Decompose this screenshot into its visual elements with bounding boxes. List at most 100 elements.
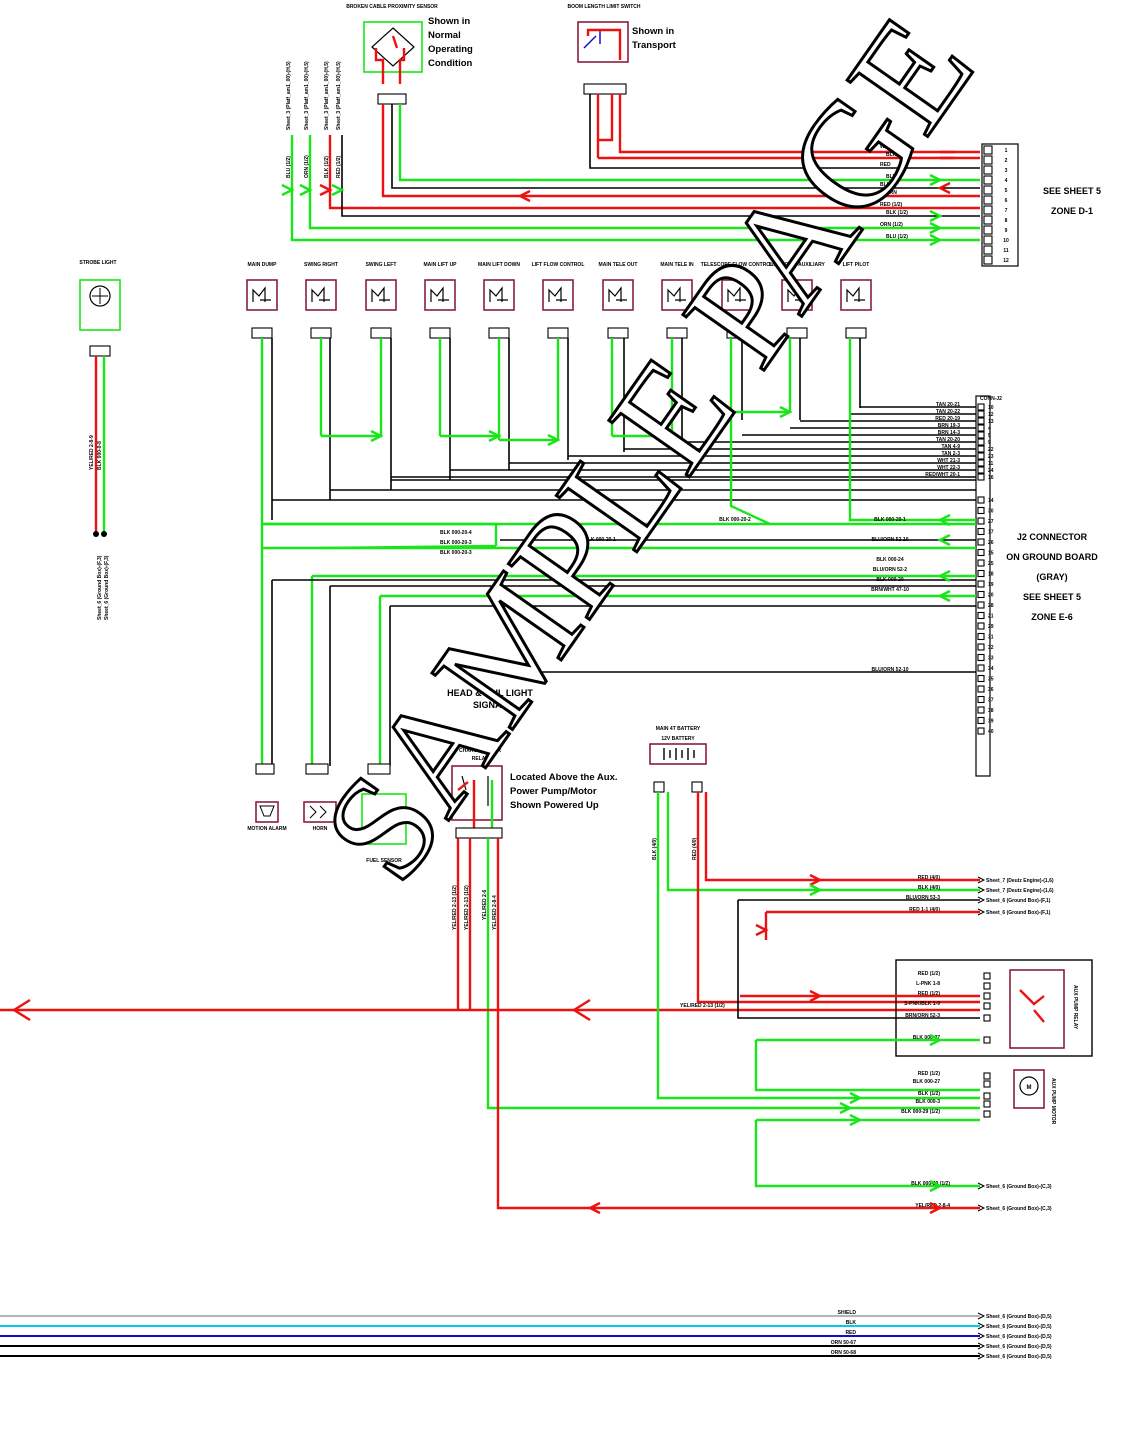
wire-blk2: [391, 104, 980, 189]
arrow-ticks: [940, 150, 955, 160]
j2-pin-number: 37: [988, 698, 994, 704]
wire-arrow: [281, 183, 295, 197]
bus-wire-label: BLK: [846, 1320, 857, 1326]
alarm-icon: [259, 805, 275, 817]
top-pin-number: 7: [1005, 208, 1008, 214]
solenoid-icon: [489, 286, 508, 302]
valve-box-5: [542, 279, 574, 311]
wire-arrow: [547, 433, 561, 447]
switch-internal-red: [586, 28, 622, 60]
main-feed-arrows: [11, 998, 591, 1022]
j2-pin-number: 34: [988, 666, 994, 672]
switch-icon: [583, 30, 601, 49]
j2-pin-number: 21: [988, 614, 994, 620]
j2-upper-label: WHT 21-3: [937, 458, 960, 464]
strobe-wire-1: YEL/RED 2-8-9: [89, 435, 95, 470]
limit-note-2: Transport: [632, 40, 677, 51]
wire-arrow: [929, 221, 943, 235]
j2-pin-number: 28: [988, 603, 994, 609]
top-pin: [983, 195, 993, 205]
j2-pin-number: 30: [988, 509, 994, 515]
proximity-note-2: Normal: [428, 30, 461, 41]
top-wire-label: WHT: [880, 144, 891, 150]
j2-pin: [977, 653, 985, 662]
solenoid-icon: [667, 286, 686, 302]
bus-wire-label: ORN 50-67: [831, 1340, 857, 1346]
wire-arrow: [319, 183, 333, 197]
solenoid-icon: [430, 286, 449, 302]
relay-green-feed: [486, 838, 980, 1110]
j2-title-2: ON GROUND BOARD: [1006, 552, 1098, 562]
top-wire-label: BLK: [880, 182, 891, 188]
sensor-diamond-icon: [371, 27, 415, 67]
lead-arrow-icon: [977, 1182, 986, 1190]
j2-pin: [977, 674, 985, 683]
top-pin-number: 12: [1003, 258, 1009, 264]
relay-red-feed-2: [496, 838, 980, 1210]
wire-arrow: [929, 1201, 943, 1215]
j2-upper-label: BRN 14-3: [938, 430, 960, 436]
relay-note-1: Located Above the Aux.: [510, 772, 618, 783]
j2-pin: [977, 445, 985, 453]
wire-arrow: [937, 569, 951, 583]
relay-note-3: Shown Powered Up: [510, 800, 599, 811]
battery-neg-terminal: [653, 781, 665, 793]
sheet-ref-2: ZONE D-1: [1051, 206, 1093, 216]
aux-motor-title: AUX PUMP MOTOR: [1050, 1078, 1056, 1125]
aux-relay-pin: [983, 1014, 991, 1022]
strobe-wire-2: BLK 000-0-8: [97, 441, 103, 470]
aux-relay-pin: [983, 1036, 991, 1044]
top-pin-number: 9: [1005, 228, 1008, 234]
j2-mid-label: BRN/WHT 47-10: [871, 587, 909, 593]
j2-pin-number: 19: [988, 582, 994, 588]
valve-label-6: MAIN TELE OUT: [599, 262, 638, 268]
wire-arrow: [929, 1033, 943, 1047]
bottom-right-wire: YEL/RED 2-8-4: [915, 1203, 950, 1209]
j2-title-3: (GRAY): [1036, 572, 1067, 582]
charge-power-relay: CHARGE POWER RELAY Located Above the Aux…: [451, 748, 980, 1210]
left-lead-labels: Sheet_3 (Platf_am1_00)-(H,5)BLU (1/2)She…: [281, 61, 345, 197]
aux-relay-black: [737, 899, 980, 1019]
j2-pin-number: 33: [988, 656, 994, 662]
wire-arrow: [661, 429, 675, 443]
wire-red-12: [328, 135, 980, 210]
j2-pin: [977, 580, 985, 588]
top-pin-number: 2: [1005, 158, 1008, 164]
valve-label-5: LIFT FLOW CONTROL: [532, 262, 585, 268]
j2-pin-number: 22: [988, 447, 994, 453]
j2-pin: [977, 716, 985, 725]
wire-arrow: [299, 183, 313, 197]
j2-pin-number: 10: [988, 405, 994, 411]
motor-m-glyph: M: [1027, 1085, 1032, 1091]
j2-pin-number: 38: [988, 708, 994, 714]
top-pin: [983, 165, 993, 175]
wire-blk-12: [341, 135, 980, 217]
valve-connector-0: [251, 327, 273, 339]
horn-icon: [309, 805, 327, 819]
relay-wire-4: YEL/RED 2-8-4: [492, 895, 498, 930]
lead-arrow-icon: [977, 886, 986, 894]
j2-pin: [977, 706, 985, 714]
aux-motor-green: [754, 1118, 980, 1188]
j2-pin: [977, 424, 985, 432]
j2-pins: 1012134592223112416143027172615251819202…: [977, 403, 994, 735]
bus-dest: Sheet_6 (Ground Box)-(D,5): [986, 1324, 1052, 1330]
proximity-connector: [377, 93, 407, 105]
proximity-sensor: BROKEN CABLE PROXIMITY SENSOR Shown in N…: [346, 4, 473, 105]
horn-box: [303, 801, 337, 823]
right-lead-wire: RED 1-1 (4/0): [909, 907, 940, 913]
aux-relay-red-1: [764, 910, 980, 940]
proximity-note-4: Condition: [428, 58, 473, 69]
black-verticals: [271, 539, 976, 766]
aux-relay-frame: [895, 959, 1093, 1057]
j2-mid-label: BLU/ORN 52-10: [872, 537, 909, 543]
j2-pin-number: 18: [988, 572, 994, 578]
j2-connector: CONN-J2 10121345922231124161430271726152…: [975, 395, 1098, 777]
top-pin-number: 3: [1005, 168, 1008, 174]
limit-switch: BOOM LENGTH LIMIT SWITCH Shown in Transp…: [567, 4, 677, 95]
j2-pin-number: 27: [988, 519, 994, 525]
right-lead-dest: Sheet_7 (Deutz Engine)-(1,6): [986, 878, 1054, 884]
